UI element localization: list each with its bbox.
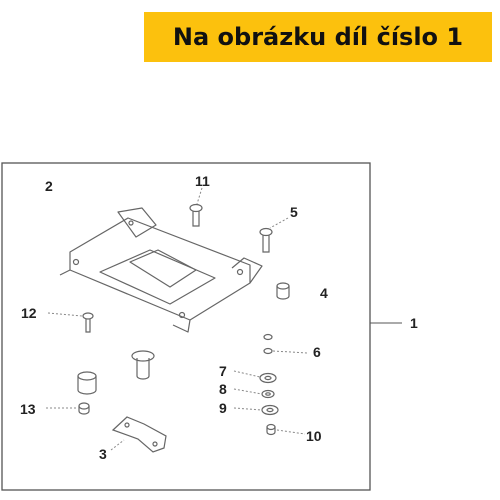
callout-5: 5 bbox=[290, 204, 298, 220]
leader-part-6 bbox=[272, 350, 309, 354]
bolt-5 bbox=[259, 227, 273, 253]
callout-6: 6 bbox=[313, 344, 321, 360]
nut-13 bbox=[78, 402, 90, 415]
leader-part-7 bbox=[233, 370, 261, 378]
callout-9: 9 bbox=[219, 400, 227, 416]
callout-8: 8 bbox=[219, 381, 227, 397]
title-banner: Na obrázku díl číslo 1 bbox=[144, 12, 492, 62]
callout-11: 11 bbox=[195, 173, 210, 189]
callout-2: 2 bbox=[45, 178, 53, 194]
bolt-11 bbox=[189, 203, 203, 227]
callout-7: 7 bbox=[219, 363, 227, 379]
callout-12: 12 bbox=[21, 305, 37, 321]
callout-1: 1 bbox=[410, 315, 418, 331]
rubber-mount bbox=[131, 350, 155, 380]
callout-3: 3 bbox=[99, 446, 107, 462]
nut-6 bbox=[263, 333, 273, 355]
callout-4: 4 bbox=[320, 285, 328, 301]
callout-13: 13 bbox=[20, 401, 36, 417]
rubber-mount-13 bbox=[77, 371, 97, 395]
mounting-plate bbox=[59, 207, 263, 333]
spacer-4 bbox=[276, 282, 290, 300]
bolt-12 bbox=[82, 312, 94, 333]
washer-7 bbox=[259, 372, 277, 384]
leader-part-12 bbox=[47, 312, 83, 317]
leader-part-10 bbox=[276, 429, 306, 435]
bracket-3 bbox=[111, 416, 167, 453]
diagram-frame bbox=[1, 162, 371, 491]
leader-part-8 bbox=[233, 388, 263, 395]
leader-part-5 bbox=[269, 217, 289, 229]
nut-10 bbox=[266, 423, 276, 436]
callout-10: 10 bbox=[306, 428, 322, 444]
leader-part-3 bbox=[110, 439, 125, 451]
leader-part-9 bbox=[233, 407, 263, 411]
washer-8 bbox=[261, 389, 275, 399]
leader-part-11 bbox=[196, 187, 203, 205]
banner-text: Na obrázku díl číslo 1 bbox=[172, 23, 464, 51]
washer-9 bbox=[261, 404, 279, 416]
